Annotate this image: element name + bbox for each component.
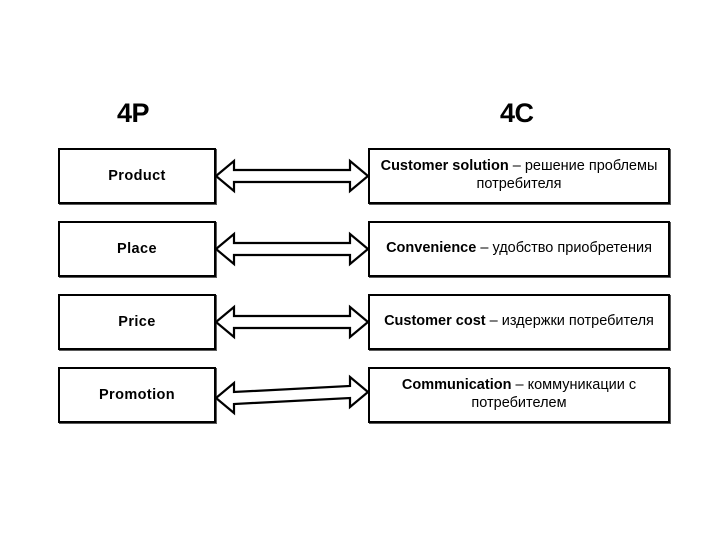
box-dash: – [476,240,493,257]
connector-arrow-row-2 [214,227,370,271]
box-dash: – [511,377,528,394]
box-4p-price[interactable]: Price [58,294,216,350]
box-dash: – [508,158,525,175]
box-rest-text: удобство приобретения [492,240,652,257]
box-lead-text: Customer cost [384,313,486,330]
box-4p-place[interactable]: Place [58,221,216,277]
box-4p-promotion[interactable]: Promotion [58,367,216,423]
box-4c-convenience-text: Convenience – удобство приобретения [386,240,652,258]
box-4c-customer-cost-text: Customer cost – издержки потребителя [384,313,654,331]
box-rest-text: коммуникации с потребителем [471,377,637,411]
box-4c-customer-cost[interactable]: Customer cost – издержки потребителя [368,294,670,350]
box-rest-text: решение проблемы потребителя [476,158,658,192]
box-dash: – [485,313,502,330]
box-lead-text: Convenience [386,240,477,257]
box-4c-convenience[interactable]: Convenience – удобство приобретения [368,221,670,277]
connector-arrow-row-1 [214,154,370,198]
box-rest-text: издержки потребителя [501,313,654,330]
box-lead-text: Communication [401,377,512,394]
box-lead-text: Customer solution [380,158,509,175]
box-4p-product[interactable]: Product [58,148,216,204]
connector-arrow-row-4 [214,373,370,417]
box-4c-communication-text: Communication – коммуникации с потребите… [377,377,661,412]
column-header-4p: 4P [117,98,150,128]
box-4c-communication[interactable]: Communication – коммуникации с потребите… [368,367,670,423]
column-header-4c: 4C [500,98,534,128]
connector-arrow-row-3 [214,300,370,344]
box-4c-customer-solution-text: Customer solution – решение проблемы пот… [377,158,661,193]
box-4c-customer-solution[interactable]: Customer solution – решение проблемы пот… [368,148,670,204]
